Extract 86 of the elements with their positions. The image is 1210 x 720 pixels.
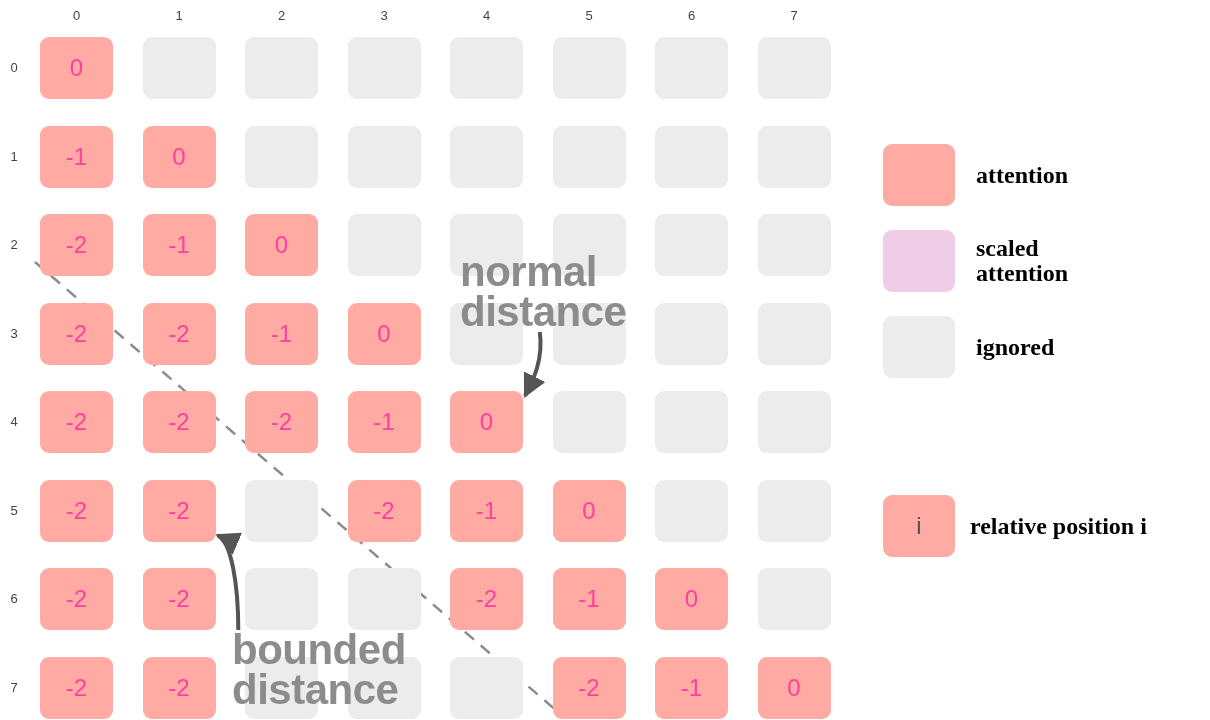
swatch-symbol: i [916,512,922,540]
cell-value: 0 [582,496,596,525]
cell-value: 0 [172,142,186,171]
attention-cell [142,125,216,188]
annotation-text: normal distance [460,252,670,332]
cell-value: -2 [475,585,498,613]
attention-cell [142,214,216,276]
attention-cell [552,656,626,719]
attention-cell [347,302,421,365]
row-number: 3 [9,325,19,342]
ignored-cell [347,568,421,630]
attention-cell [40,391,113,453]
cell-value: -2 [168,496,190,525]
attention-cell [40,125,113,188]
attention-cell [347,391,421,453]
legend-label: ignored [976,334,1056,360]
column-number: 5 [584,8,594,24]
attention-cell [142,568,216,630]
cell-value: -1 [270,319,293,348]
attention-cell [40,656,113,719]
attention-cell [40,479,113,542]
cell-value: -1 [373,408,395,436]
cell-value: -2 [65,496,88,525]
attention-cell [655,656,728,719]
cell-value: -2 [168,673,190,702]
attention-cell [552,479,626,542]
column-number: 1 [174,8,184,24]
cell-value: 0 [787,673,801,702]
row-number: 2 [9,237,19,253]
row-number: 1 [9,148,19,165]
cell-value: 0 [274,231,289,259]
legend-label: scaled attention [976,236,1069,286]
cell-value: -2 [373,496,395,525]
cell-value: 0 [377,319,391,348]
attention-cell [40,37,113,99]
column-number: 6 [686,8,697,24]
cell-value: -1 [578,585,600,613]
cell-value: 0 [479,408,494,436]
cell-value: 0 [684,585,699,613]
legend-label: attention [976,162,1069,188]
cell-value: -1 [168,231,190,259]
cell-value: -2 [65,585,88,613]
attention-cell [450,391,523,453]
attention-cell [552,568,626,630]
row-number: 7 [9,679,19,696]
row-number: 5 [9,502,19,519]
cell-value: -2 [168,319,190,348]
attention-cell [245,391,318,453]
legend-label: relative position i [970,513,1148,539]
cell-value: -1 [65,142,88,171]
column-number: 7 [789,8,799,24]
column-number: 4 [481,8,492,24]
row-number: 6 [9,591,19,607]
row-number: 0 [9,60,19,76]
cell-value: -2 [65,319,88,348]
attention-cell [40,302,113,365]
attention-cell [655,568,728,630]
cell-value: -2 [270,408,293,436]
column-number: 2 [276,8,287,24]
cell-value: -1 [475,496,498,525]
attention-cell [142,656,216,719]
attention-cell [142,479,216,542]
cell-value: -2 [578,673,600,702]
arrow [215,533,243,631]
attention-cell [245,302,318,365]
attention-cell [347,479,421,542]
attention-cell [450,479,523,542]
cell-value: -1 [680,673,703,702]
row-number: 4 [9,414,19,430]
cell-value: -2 [65,231,88,259]
cell-value: -2 [65,673,88,702]
annotation-text: bounded distance [232,630,442,710]
column-number: 3 [379,8,389,24]
attention-cell [245,214,318,276]
attention-cell [142,302,216,365]
arrow [523,331,546,399]
attention-cell [450,568,523,630]
cell-value: -2 [168,408,190,436]
attention-cell [40,568,113,630]
cell-value: 0 [69,54,84,82]
cell-value: -2 [168,585,190,613]
attention-cell [142,391,216,453]
column-number: 0 [71,8,82,24]
attention-cell [757,656,831,719]
cell-value: -2 [65,408,88,436]
attention-cell [40,214,113,276]
